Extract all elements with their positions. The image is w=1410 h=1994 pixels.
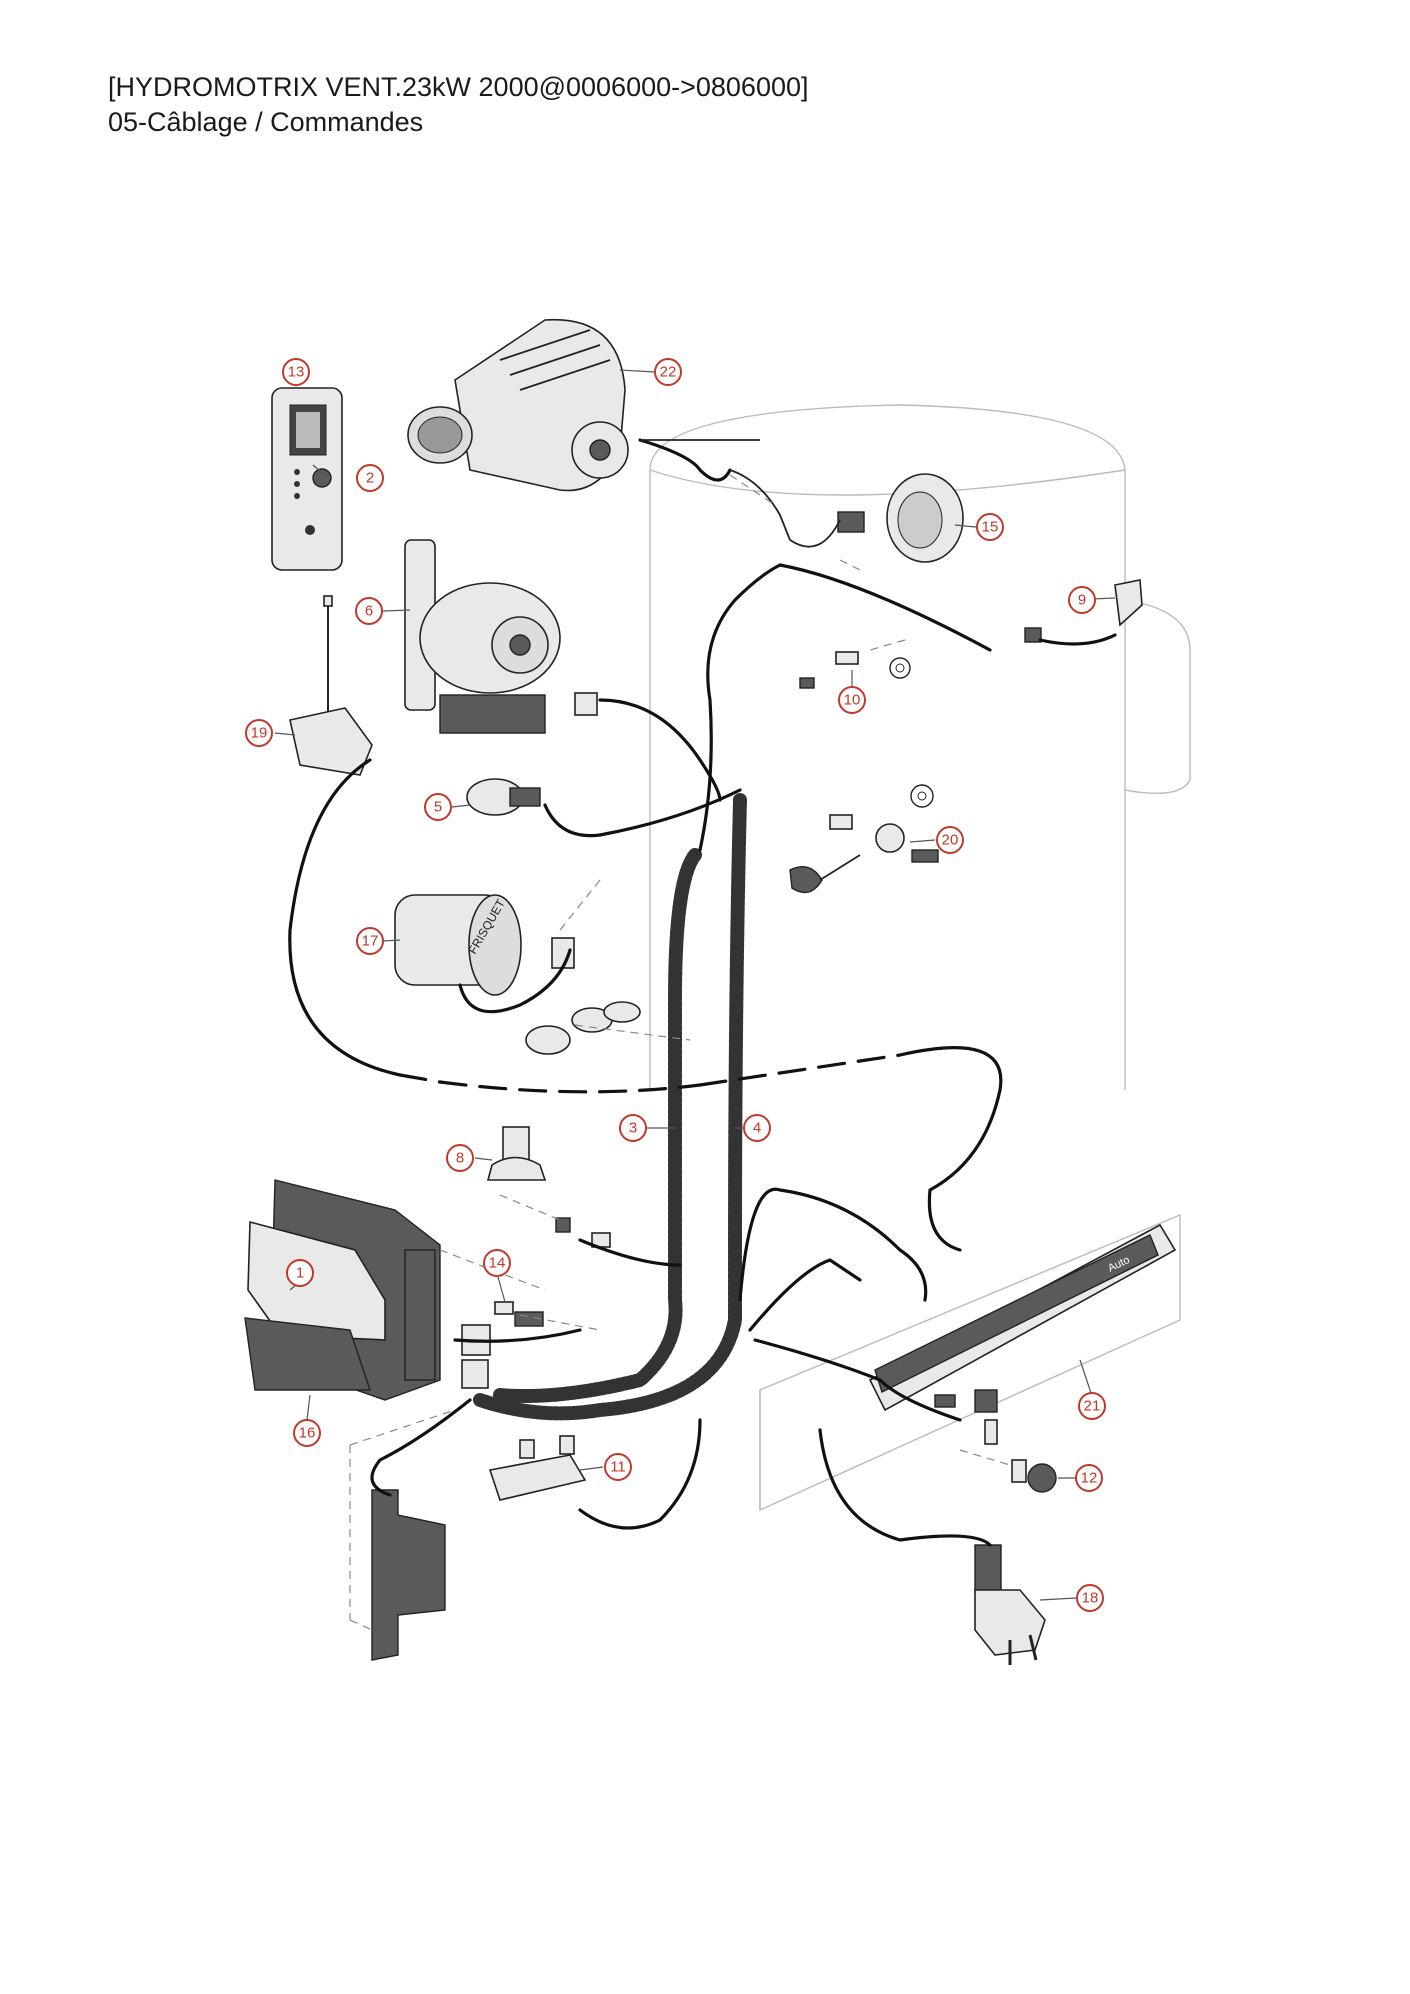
harness-connectors	[461, 1301, 544, 1389]
callout-12: 12	[1075, 1464, 1103, 1492]
callout-13: 13	[282, 358, 310, 386]
svg-text:1: 1	[296, 1265, 304, 1282]
frisquet-motor: FRISQUET	[394, 894, 575, 996]
svg-text:9: 9	[1078, 592, 1086, 609]
callout-5: 5	[424, 793, 452, 821]
callout-leaders	[274, 369, 1116, 1601]
callout-22: 22	[654, 358, 682, 386]
pressure-sensor	[466, 778, 541, 816]
mains-plug	[974, 1544, 1046, 1665]
callout-10: 10	[838, 686, 866, 714]
svg-text:5: 5	[434, 799, 442, 816]
svg-text:19: 19	[251, 725, 268, 742]
clamp-sensor	[486, 1126, 611, 1248]
cable-clips	[525, 1001, 641, 1055]
callout-6: 6	[355, 597, 383, 625]
callout-11: 11	[604, 1453, 632, 1481]
callout-4: 4	[743, 1114, 771, 1142]
wiring-cables	[288, 438, 1117, 1547]
callout-3: 3	[619, 1114, 647, 1142]
control-panel-chassis	[759, 1213, 1181, 1512]
svg-text:16: 16	[299, 1425, 316, 1442]
safety-thermostat	[789, 784, 939, 894]
callout-18: 18	[1076, 1584, 1104, 1612]
svg-text:8: 8	[456, 1150, 464, 1167]
circulator-pump	[404, 539, 598, 734]
svg-text:17: 17	[362, 933, 379, 950]
callout-16: 16	[293, 1419, 321, 1447]
svg-text:10: 10	[844, 692, 861, 709]
mounting-bracket	[349, 1445, 446, 1661]
control-panel-board: Auto	[868, 1223, 1177, 1445]
corrugated-conduits	[473, 793, 747, 1421]
pressure-switch	[837, 473, 964, 563]
svg-text:2: 2	[366, 470, 374, 487]
svg-text:18: 18	[1082, 1590, 1099, 1607]
svg-text:4: 4	[753, 1120, 761, 1137]
svg-text:6: 6	[365, 603, 373, 620]
ntc-sensor	[799, 651, 911, 689]
svg-text:14: 14	[489, 1255, 506, 1272]
svg-text:21: 21	[1084, 1398, 1101, 1415]
ignition-electrode	[488, 1435, 587, 1501]
document-subtitle: 05-Câblage / Commandes	[108, 107, 424, 137]
ignition-transformer	[244, 1317, 371, 1391]
callout-14: 14	[483, 1249, 511, 1277]
document-title: [HYDROMOTRIX VENT.23kW 2000@0006000->080…	[108, 72, 809, 102]
svg-text:22: 22	[660, 364, 677, 381]
svg-text:3: 3	[629, 1120, 637, 1137]
room-thermostat	[271, 387, 343, 571]
callout-8: 8	[446, 1144, 474, 1172]
radio-receiver	[289, 595, 373, 776]
control-knob	[1011, 1459, 1057, 1493]
svg-text:11: 11	[610, 1459, 626, 1476]
svg-text:13: 13	[288, 364, 305, 381]
callout-2: 2	[356, 464, 384, 492]
svg-text:12: 12	[1081, 1470, 1098, 1487]
callout-19: 19	[245, 719, 273, 747]
svg-text:20: 20	[942, 832, 959, 849]
boiler-tank-outline	[649, 404, 1191, 1090]
callout-9: 9	[1068, 586, 1096, 614]
callout-17: 17	[356, 927, 384, 955]
callout-20: 20	[936, 826, 964, 854]
svg-text:15: 15	[982, 519, 999, 536]
callout-21: 21	[1078, 1392, 1106, 1420]
page-header: [HYDROMOTRIX VENT.23kW 2000@0006000->080…	[108, 70, 809, 140]
callout-15: 15	[976, 513, 1004, 541]
callout-1: 1	[286, 1259, 314, 1287]
temperature-probe	[1024, 579, 1143, 643]
fan-motor	[407, 318, 629, 492]
